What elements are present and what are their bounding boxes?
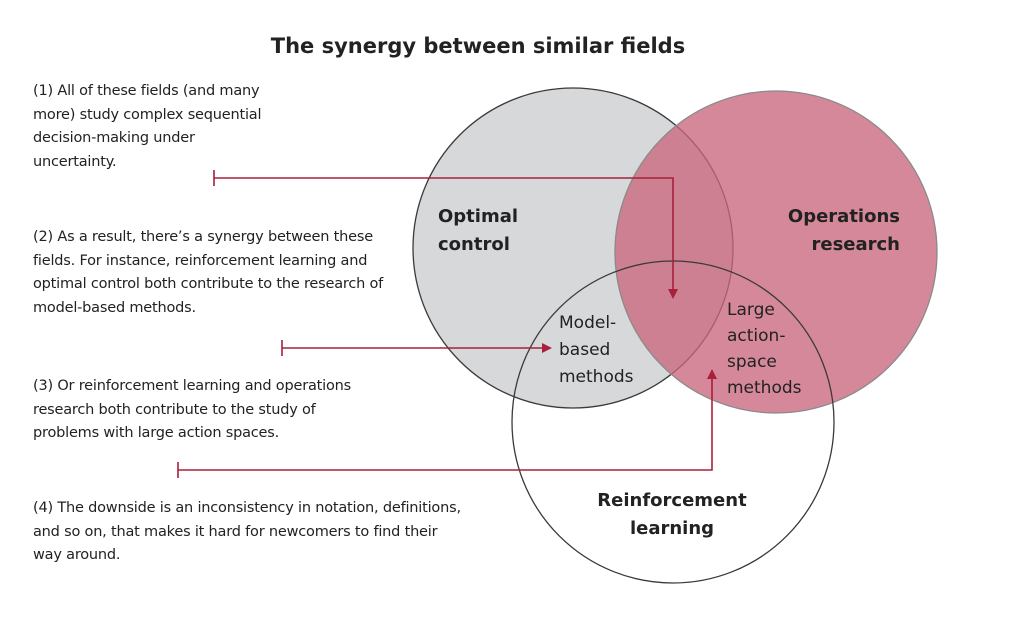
label-large-action-4: methods	[727, 378, 802, 398]
arrow-note-2	[281, 340, 550, 356]
arrow-note-1	[213, 170, 673, 297]
label-operations-research-2: research	[811, 234, 900, 255]
label-model-based-1: Model-	[559, 313, 616, 333]
note-2: (2) As a result, there’s a synergy betwe…	[33, 229, 384, 316]
label-model-based-2: based	[559, 340, 610, 360]
note-3: (3) Or reinforcement learning and operat…	[33, 378, 351, 441]
label-operations-research-1: Operations	[788, 206, 900, 227]
note-4: (4) The downside is an inconsistency in …	[33, 500, 461, 563]
circle-operations-research	[614, 90, 938, 414]
label-reinforcement-learning-2: learning	[630, 518, 714, 539]
label-optimal-control-2: control	[438, 234, 510, 255]
label-reinforcement-learning-1: Reinforcement	[597, 490, 747, 511]
label-model-based-3: methods	[559, 367, 634, 387]
arrow-note-3	[177, 371, 712, 478]
label-large-action-1: Large	[727, 300, 775, 320]
note-1: (1) All of these fields (and many more) …	[33, 83, 262, 170]
label-optimal-control-1: Optimal	[438, 206, 518, 227]
label-large-action-2: action-	[727, 326, 785, 346]
label-large-action-3: space	[727, 352, 777, 372]
diagram-title: The synergy between similar fields	[271, 34, 685, 58]
